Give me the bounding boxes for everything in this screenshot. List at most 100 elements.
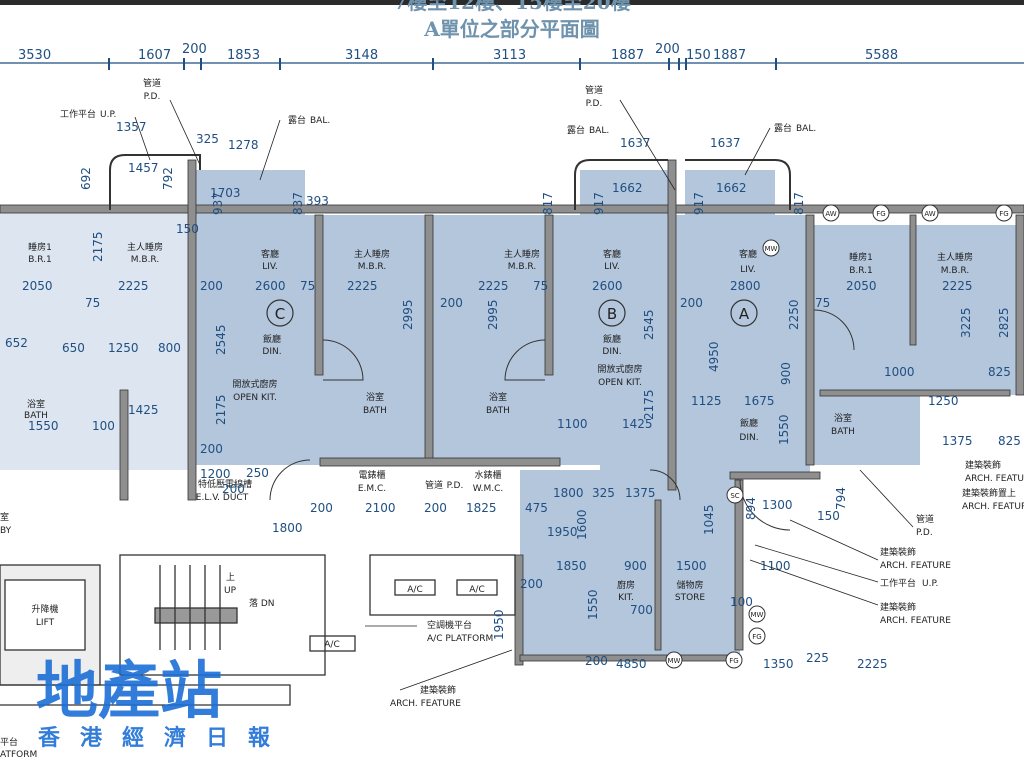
unit-markers xyxy=(266,299,758,327)
dim: 200 xyxy=(200,279,223,293)
emc-en: E.M.C. xyxy=(358,484,386,494)
room-mbr-zh: 主人睡房 xyxy=(127,241,163,253)
room-din-en: DIN. xyxy=(739,433,758,443)
dim: 1825 xyxy=(466,501,497,515)
arch-en: ARCH. FEATURE xyxy=(880,561,951,571)
dim: 1045 xyxy=(702,504,716,535)
dim: 1250 xyxy=(108,341,139,355)
watermark: 地產站 香港經濟日報 xyxy=(36,654,290,751)
lobby-en: BY xyxy=(0,526,12,536)
dim: 817 xyxy=(541,192,555,215)
arch-feature-zh: 建築裝飾 xyxy=(420,684,456,696)
dim: 1600 xyxy=(575,509,589,540)
dim-top: 1887 xyxy=(611,48,644,63)
dim: 652 xyxy=(5,336,28,350)
elv-en: E.L.V. DUCT xyxy=(196,493,249,503)
ac-label: A/C xyxy=(324,640,339,650)
dim: 100 xyxy=(92,419,115,433)
dim: 1250 xyxy=(928,394,959,408)
dim: 2600 xyxy=(592,279,623,293)
dim: 825 xyxy=(998,434,1021,448)
lobby-zh: 室 xyxy=(0,511,9,523)
pd-en: P.D. xyxy=(916,528,933,538)
pd-en: P.D. xyxy=(144,92,161,102)
dim: 200 xyxy=(310,501,333,515)
dim-top: 150 xyxy=(686,48,711,63)
dim: 1300 xyxy=(762,498,793,512)
dim: 200 xyxy=(520,577,543,591)
dim: 1800 xyxy=(553,486,584,500)
room-bath-en: BATH xyxy=(363,406,387,416)
dim: 894 xyxy=(744,497,758,520)
arch-zh: 建築裝飾 xyxy=(965,459,1001,471)
up-label-en: UP xyxy=(224,586,237,596)
dim: 692 xyxy=(79,167,93,190)
dim: 2800 xyxy=(730,279,761,293)
wp-en: U.P. xyxy=(100,110,116,120)
pd-label: 管道 xyxy=(425,479,443,491)
dim: 2250 xyxy=(787,299,801,330)
room-bath-en: BATH xyxy=(486,406,510,416)
dim: 837 xyxy=(291,192,305,215)
dim: 100 xyxy=(730,595,753,609)
dim: 650 xyxy=(62,341,85,355)
dim: 2225 xyxy=(118,279,149,293)
dim: 1950 xyxy=(547,525,578,539)
watermark-sub: 香港經濟日報 xyxy=(38,725,290,751)
wmc-zh: 水錶櫃 xyxy=(474,469,501,481)
dim: 1550 xyxy=(586,589,600,620)
dim: 1425 xyxy=(622,417,653,431)
wp-zh: 工作平台 xyxy=(880,577,916,589)
dim: 1850 xyxy=(556,559,587,573)
bal-zh: 露台 xyxy=(288,114,306,126)
dim-top: 3113 xyxy=(493,48,526,63)
dim: 2600 xyxy=(255,279,286,293)
dim: 2175 xyxy=(214,394,228,425)
dim: 1675 xyxy=(744,394,775,408)
mw-tag: MW xyxy=(765,245,778,253)
dim: 200 xyxy=(440,296,463,310)
dim: 150 xyxy=(817,509,840,523)
dim: 1950 xyxy=(492,609,506,640)
core xyxy=(0,554,516,706)
room-kit-en: OPEN KIT. xyxy=(233,393,277,403)
wmc-en: W.M.C. xyxy=(473,484,504,494)
dim: 2545 xyxy=(642,309,656,340)
dim: 75 xyxy=(300,279,315,293)
ac-label: A/C xyxy=(469,585,484,595)
dim-top: 200 xyxy=(655,42,680,57)
pd-label: P.D. xyxy=(447,481,464,491)
dim: 1662 xyxy=(716,181,747,195)
dim: 2225 xyxy=(942,279,973,293)
dn-label: 落 DN xyxy=(249,597,275,609)
bal-en: BAL. xyxy=(796,124,816,134)
arch-en: ARCH. FEATURE xyxy=(880,616,951,626)
unit-c-marker: C xyxy=(275,305,285,323)
dim: 393 xyxy=(306,194,329,208)
dim: 150 xyxy=(176,222,199,236)
dim: 2225 xyxy=(857,657,888,671)
fg-tag: FG xyxy=(752,633,761,641)
room-bath-en: BATH xyxy=(831,427,855,437)
dim: 3225 xyxy=(959,307,973,338)
dim: 1662 xyxy=(612,181,643,195)
room-mbr-en: M.B.R. xyxy=(131,255,159,265)
dim: 2175 xyxy=(91,231,105,262)
dim: 1357 xyxy=(116,120,147,134)
dim: 200 xyxy=(222,482,245,496)
pd-zh: 管道 xyxy=(585,84,603,96)
dim: 794 xyxy=(834,487,848,510)
dim: 200 xyxy=(200,442,223,456)
dim: 800 xyxy=(158,341,181,355)
room-store-en: STORE xyxy=(675,593,706,603)
bal-en: BAL. xyxy=(310,116,330,126)
aw-tag: AW xyxy=(924,210,935,218)
room-liv-zh: 客廳 xyxy=(739,248,757,260)
dim: 2995 xyxy=(401,299,415,330)
room-liv-zh: 客廳 xyxy=(261,248,279,260)
dim: 2225 xyxy=(347,279,378,293)
arch-en: ARCH. FEATURE xyxy=(965,474,1024,484)
title-floors: 7樓至12樓、15樓至20樓 xyxy=(393,0,631,14)
mw-tag: MW xyxy=(668,657,681,665)
